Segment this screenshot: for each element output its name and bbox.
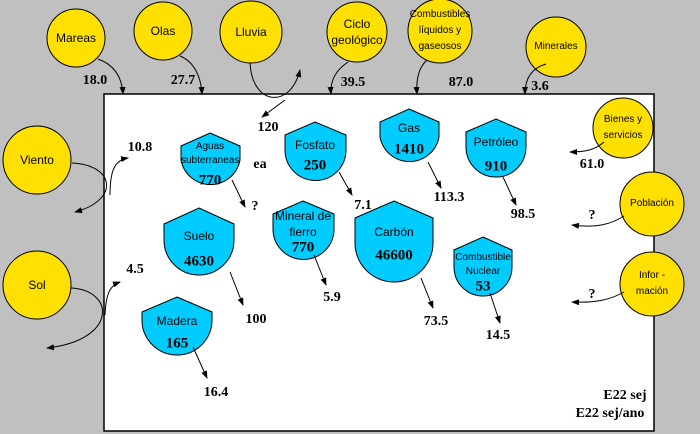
source-viento (2, 125, 72, 195)
source-poblacion-label: Población (630, 198, 674, 209)
tank-madera-value: 165 (165, 335, 189, 352)
legend-storage-units: E22 sej (603, 388, 647, 403)
flow-combustibles: 87.0 (448, 75, 474, 90)
source-sol (2, 250, 72, 320)
flow-minerales: 3.6 (531, 79, 549, 94)
source-viento-label: Viento (20, 153, 54, 167)
tank-mineral-value: 770 (291, 239, 315, 256)
source-bienes-label: Bienes y servicios (603, 114, 643, 141)
tank-madera-label: Madera (156, 314, 198, 328)
tank-gas-value: 1410 (394, 141, 424, 158)
source-mareas-label: Mareas (55, 31, 97, 45)
tank-aguas (180, 132, 241, 185)
tank-gas-label: Gas (397, 121, 421, 135)
source-ciclo (326, 1, 388, 63)
flow-aguas: ? (251, 199, 259, 214)
flow-poblacion: ? (588, 208, 596, 223)
tank-petroleo (465, 118, 527, 178)
flow-sol: 4.5 (126, 262, 144, 277)
source-olas-label: Olas (150, 24, 176, 38)
flow-carbon: 73.5 (423, 314, 449, 329)
tank-suelo (163, 207, 235, 276)
source-combustibles (407, 0, 473, 64)
tank-carbon-label: Carbón (374, 225, 414, 239)
tank-mineral-label: Mineral de fierro (274, 209, 332, 239)
source-ciclo-label: Ciclo geológico (331, 17, 383, 47)
flow-nuclear: 14.5 (485, 328, 511, 343)
source-lluvia (219, 0, 283, 64)
source-combustibles-label: Combustibles líquidos y gaseosos (409, 9, 471, 52)
flow-aguas-note: ea (253, 157, 267, 172)
source-sol-label: Sol (28, 278, 46, 292)
tank-fosfato (284, 121, 347, 181)
flow-petroleo: 98.5 (510, 207, 536, 222)
tank-petroleo-value: 910 (484, 158, 508, 175)
flow-olas: 27.7 (170, 73, 196, 88)
flow-viento: 10.8 (127, 140, 153, 155)
tank-gas (379, 108, 440, 162)
flow-mareas: 18.0 (82, 73, 108, 88)
tank-suelo-label: Suelo (183, 229, 215, 243)
tank-suelo-value: 4630 (184, 253, 214, 270)
tank-aguas-label: Aguas subterraneas (181, 141, 240, 166)
flow-madera: 16.4 (203, 385, 229, 400)
source-informacion (619, 251, 685, 317)
source-informacion-label: Infor - mación (635, 270, 669, 297)
tank-fosfato-label: Fosfato (294, 138, 336, 152)
tank-nuclear (453, 236, 513, 297)
flow-suelo: 100 (245, 312, 267, 327)
tank-madera (141, 296, 213, 356)
tank-fosfato-value: 250 (303, 157, 327, 174)
source-mareas (46, 8, 106, 68)
source-bienes (592, 97, 654, 159)
flow-mineral: 5.9 (323, 290, 341, 305)
source-minerales-label: Minerales (534, 41, 578, 52)
tank-petroleo-label: Petróleo (473, 135, 519, 149)
flow-informacion: ? (588, 287, 596, 302)
legend-flow-units: E22 sej/ano (575, 406, 645, 421)
source-olas (133, 1, 193, 61)
source-lluvia-label: Lluvia (235, 25, 267, 39)
source-minerales (525, 16, 587, 78)
source-poblacion (619, 171, 685, 237)
tank-aguas-value: 770 (198, 172, 222, 189)
tank-mineral (272, 200, 335, 260)
tank-nuclear-value: 53 (475, 278, 491, 295)
flow-ciclo: 39.5 (340, 75, 366, 90)
flow-fosfato: 7.1 (354, 198, 372, 213)
flow-lluvia: 120 (257, 120, 279, 135)
flow-gas: 113.3 (433, 190, 465, 205)
tank-nuclear-label: Combustible Nuclear (455, 252, 511, 277)
tank-carbon-value: 46600 (375, 247, 413, 264)
tank-carbon (354, 200, 434, 283)
flow-bienes: 61.0 (579, 157, 605, 172)
